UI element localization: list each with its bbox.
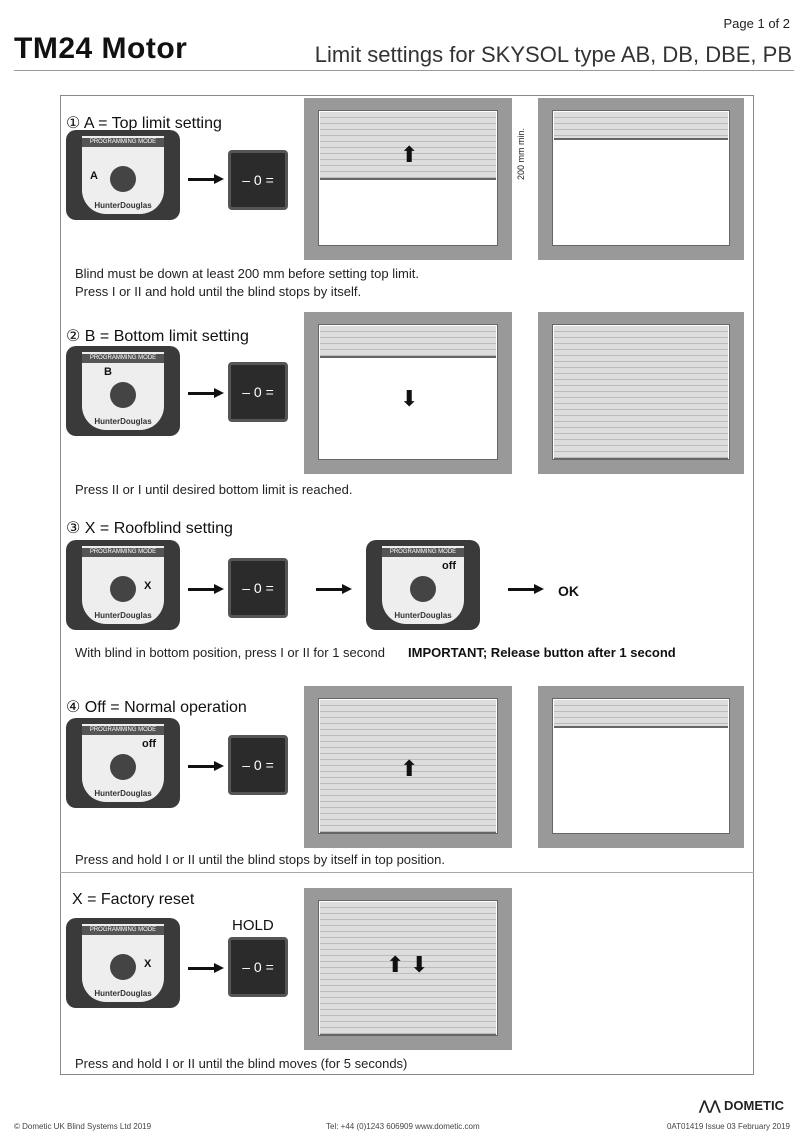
rocker-switch: – 0 = [228,937,288,997]
step-4-title: ④ Off = Normal operation [66,699,247,716]
window-after [538,686,744,848]
step-1-title: ① A = Top limit setting [66,115,222,132]
mode-knob [110,754,136,780]
dometic-logo: ⋀⋀ DOMETIC [699,1098,784,1113]
rocker-switch: – 0 = [228,735,288,795]
step-1-caption-1: Blind must be down at least 200 mm befor… [75,266,419,281]
arrow-icon [188,963,224,973]
brand-label: HunterDouglas [94,417,152,426]
brand-label: HunterDouglas [94,989,152,998]
contact-info: Tel: +44 (0)1243 606909 www.dometic.com [326,1122,480,1131]
copyright: © Dometic UK Blind Systems Ltd 2019 [14,1122,152,1131]
remote-control: PROGRAMMING MODE X HunterDouglas [66,918,180,1008]
knob-selection: off [442,560,457,572]
arrow-icon [188,584,224,594]
document-info: 0AT01419 Issue 03 February 2019 [666,1122,790,1131]
arrow-icon [188,388,224,398]
programming-mode-label: PROGRAMMING MODE [82,138,164,147]
brand-label: HunterDouglas [94,201,152,210]
important-note: IMPORTANT; Release button after 1 second [408,645,676,660]
window-before: ⬇ [304,312,512,474]
remote-control: PROGRAMMING MODE A HunterDouglas [66,130,180,220]
down-arrow-icon: ⬇ [410,952,429,977]
brand-label: HunterDouglas [94,789,152,798]
hold-label: HOLD [232,917,274,934]
programming-mode-label: PROGRAMMING MODE [82,548,164,557]
step-1-caption-2: Press I or II and hold until the blind s… [75,284,362,299]
programming-mode-label: PROGRAMMING MODE [82,926,164,935]
mode-knob [110,166,136,192]
mode-knob [110,382,136,408]
brand-label: HunterDouglas [94,611,152,620]
factory-reset-caption: Press and hold I or II until the blind m… [75,1056,408,1071]
programming-mode-label: PROGRAMMING MODE [82,354,164,363]
knob-selection: X [144,580,152,592]
product-title: TM24 Motor [14,32,188,65]
down-arrow-icon: ⬇ [400,386,419,411]
arrow-icon [316,584,352,594]
programming-mode-label: PROGRAMMING MODE [82,726,164,735]
step-3-title: ③ X = Roofblind setting [66,520,233,537]
dimension-label: 200 mm min. [516,127,526,180]
mode-knob [110,576,136,602]
arrow-icon [188,174,224,184]
step-2-title: ② B = Bottom limit setting [66,328,249,345]
window-before: ⬆ [304,686,512,848]
step-3-caption: With blind in bottom position, press I o… [75,645,385,660]
arrow-icon [508,584,544,594]
programming-mode-label: PROGRAMMING MODE [382,548,464,557]
rocker-switch: – 0 = [228,558,288,618]
window-before: ⬆ [304,98,512,260]
step-2-caption: Press II or I until desired bottom limit… [75,482,353,497]
brand-label: HunterDouglas [394,611,452,620]
page-number: Page 1 of 2 [723,16,791,31]
up-arrow-icon: ⬆ [386,952,405,977]
factory-reset-title: X = Factory reset [72,891,195,908]
ok-label: OK [558,583,579,599]
window-after [538,98,744,260]
remote-control: PROGRAMMING MODE B HunterDouglas [66,346,180,436]
mode-knob [410,576,436,602]
knob-selection: X [144,958,152,970]
page-subtitle: Limit settings for SKYSOL type AB, DB, D… [314,42,792,67]
factory-reset-divider [60,872,754,873]
knob-selection: A [90,170,98,182]
knob-selection: B [104,366,112,378]
rocker-switch: – 0 = [228,150,288,210]
window-reset: ⬆ ⬇ [304,888,512,1050]
rocker-switch: – 0 = [228,362,288,422]
mode-knob [110,954,136,980]
header-rule [14,70,794,71]
instruction-frame [60,95,754,1075]
arrow-icon [188,761,224,771]
chevron-icon: ⋀⋀ [699,1098,725,1113]
knob-selection: off [142,738,157,750]
up-arrow-icon: ⬆ [400,756,419,781]
window-after [538,312,744,474]
step-4-caption: Press and hold I or II until the blind s… [75,852,445,867]
remote-control: PROGRAMMING MODE X HunterDouglas [66,540,180,630]
up-arrow-icon: ⬆ [400,142,419,167]
